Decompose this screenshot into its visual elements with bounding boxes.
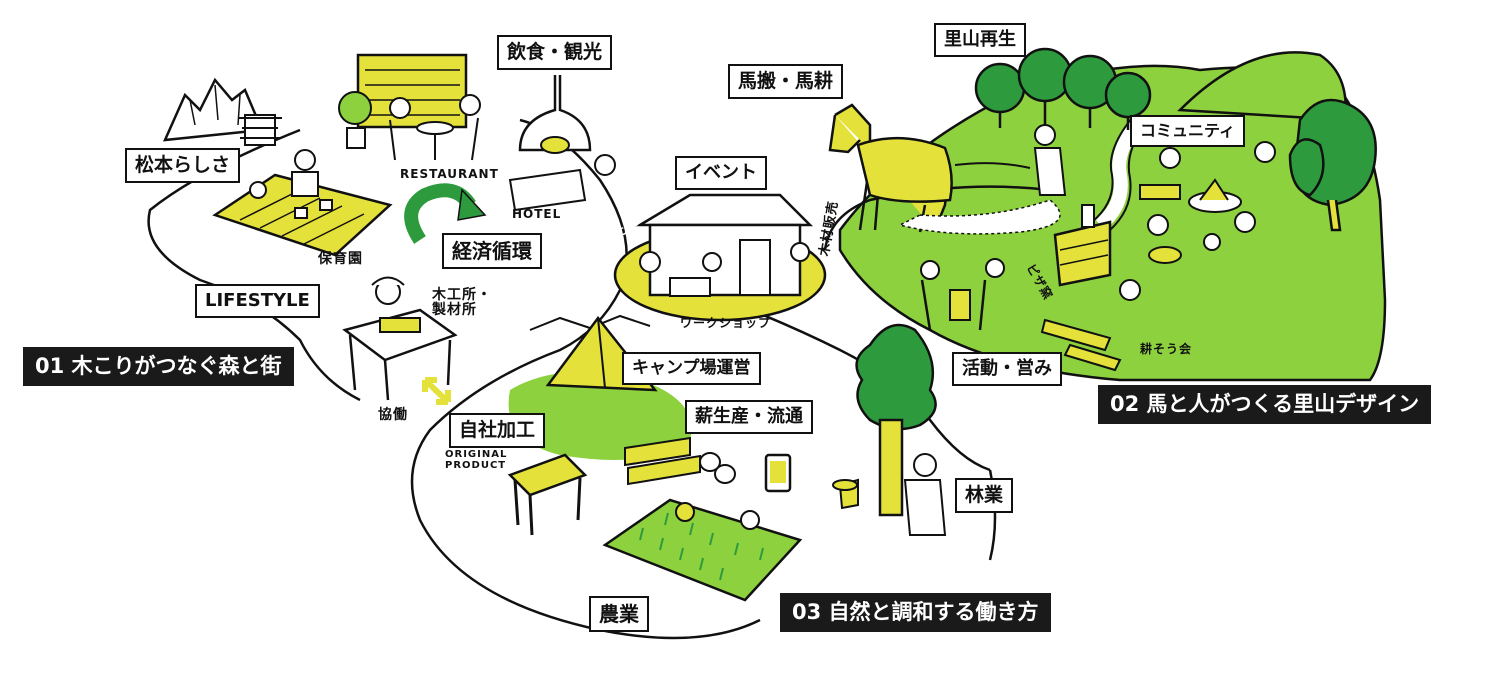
banner-01: 01 木こりがつなぐ森と街	[23, 347, 294, 386]
rice-field	[605, 500, 800, 600]
note-workshop: ワークショップ	[680, 317, 771, 330]
label-inshoku: 飲食・観光	[497, 35, 612, 70]
label-katsudo: 活動・営み	[952, 352, 1062, 386]
note-mokuzai: 木工所・ 製材所	[432, 288, 492, 317]
label-matsumoto: 松本らしさ	[125, 148, 240, 183]
label-nogyo: 農業	[589, 596, 649, 632]
label-camp: キャンプ場運営	[622, 352, 761, 385]
firewood-stack	[625, 438, 735, 484]
label-ringyo: 林業	[955, 478, 1013, 513]
banner-02: 02 馬と人がつくる里山デザイン	[1098, 385, 1431, 424]
label-satoyama: 里山再生	[934, 23, 1026, 57]
label-lifestyle: LIFESTYLE	[195, 284, 320, 318]
banner-03: 03 自然と調和する働き方	[780, 593, 1051, 632]
note-kyodo: 協働	[378, 408, 408, 423]
label-community: コミュニティ	[1130, 115, 1245, 147]
cooperation-arrow	[425, 380, 448, 402]
label-keizai: 経済循環	[442, 233, 542, 269]
original-table	[510, 455, 585, 495]
label-event: イベント	[675, 156, 767, 190]
event-hall	[640, 195, 810, 225]
note-hotel: HOTEL	[512, 208, 561, 221]
note-original: ORIGINAL PRODUCT	[445, 450, 507, 471]
label-jisha: 自社加工	[449, 413, 545, 448]
note-kouhaku: 耕そう会	[1140, 343, 1192, 356]
label-bahan: 馬搬・馬耕	[728, 64, 843, 99]
restaurant-sign	[358, 55, 466, 127]
note-restaurant: RESTAURANT	[400, 168, 499, 181]
note-hoikuen: 保育園	[318, 252, 363, 267]
forestry-tree	[840, 325, 945, 535]
potted-tree	[339, 92, 371, 124]
label-maki: 薪生産・流通	[685, 400, 813, 434]
